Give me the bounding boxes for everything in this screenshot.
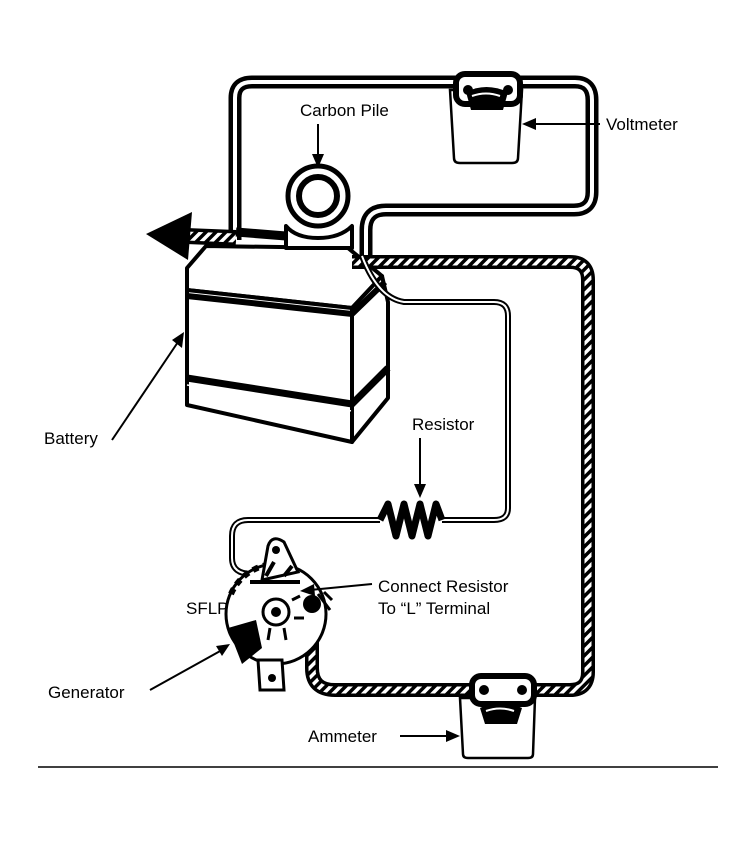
ammeter-label: Ammeter — [308, 727, 377, 746]
voltmeter-label: Voltmeter — [606, 115, 678, 134]
resistor-label: Resistor — [412, 415, 475, 434]
generator — [224, 537, 334, 692]
ground-cable — [146, 212, 287, 260]
ammeter — [458, 673, 537, 760]
voltmeter — [448, 71, 524, 165]
battery — [185, 244, 391, 444]
connect-resistor-label-line1: Connect Resistor — [378, 577, 509, 596]
carbon-pile — [284, 163, 354, 250]
voltmeter-wire — [228, 75, 599, 258]
generator-label: Generator — [48, 683, 125, 702]
ammeter-cable — [305, 255, 595, 697]
connect-resistor-label-line2: To “L” Terminal — [378, 599, 490, 618]
carbon-pile-label: Carbon Pile — [300, 101, 389, 120]
battery-label: Battery — [44, 429, 98, 448]
leader-arrows — [111, 118, 600, 742]
resistor — [376, 500, 446, 540]
sflp-label: SFLP — [186, 599, 229, 618]
